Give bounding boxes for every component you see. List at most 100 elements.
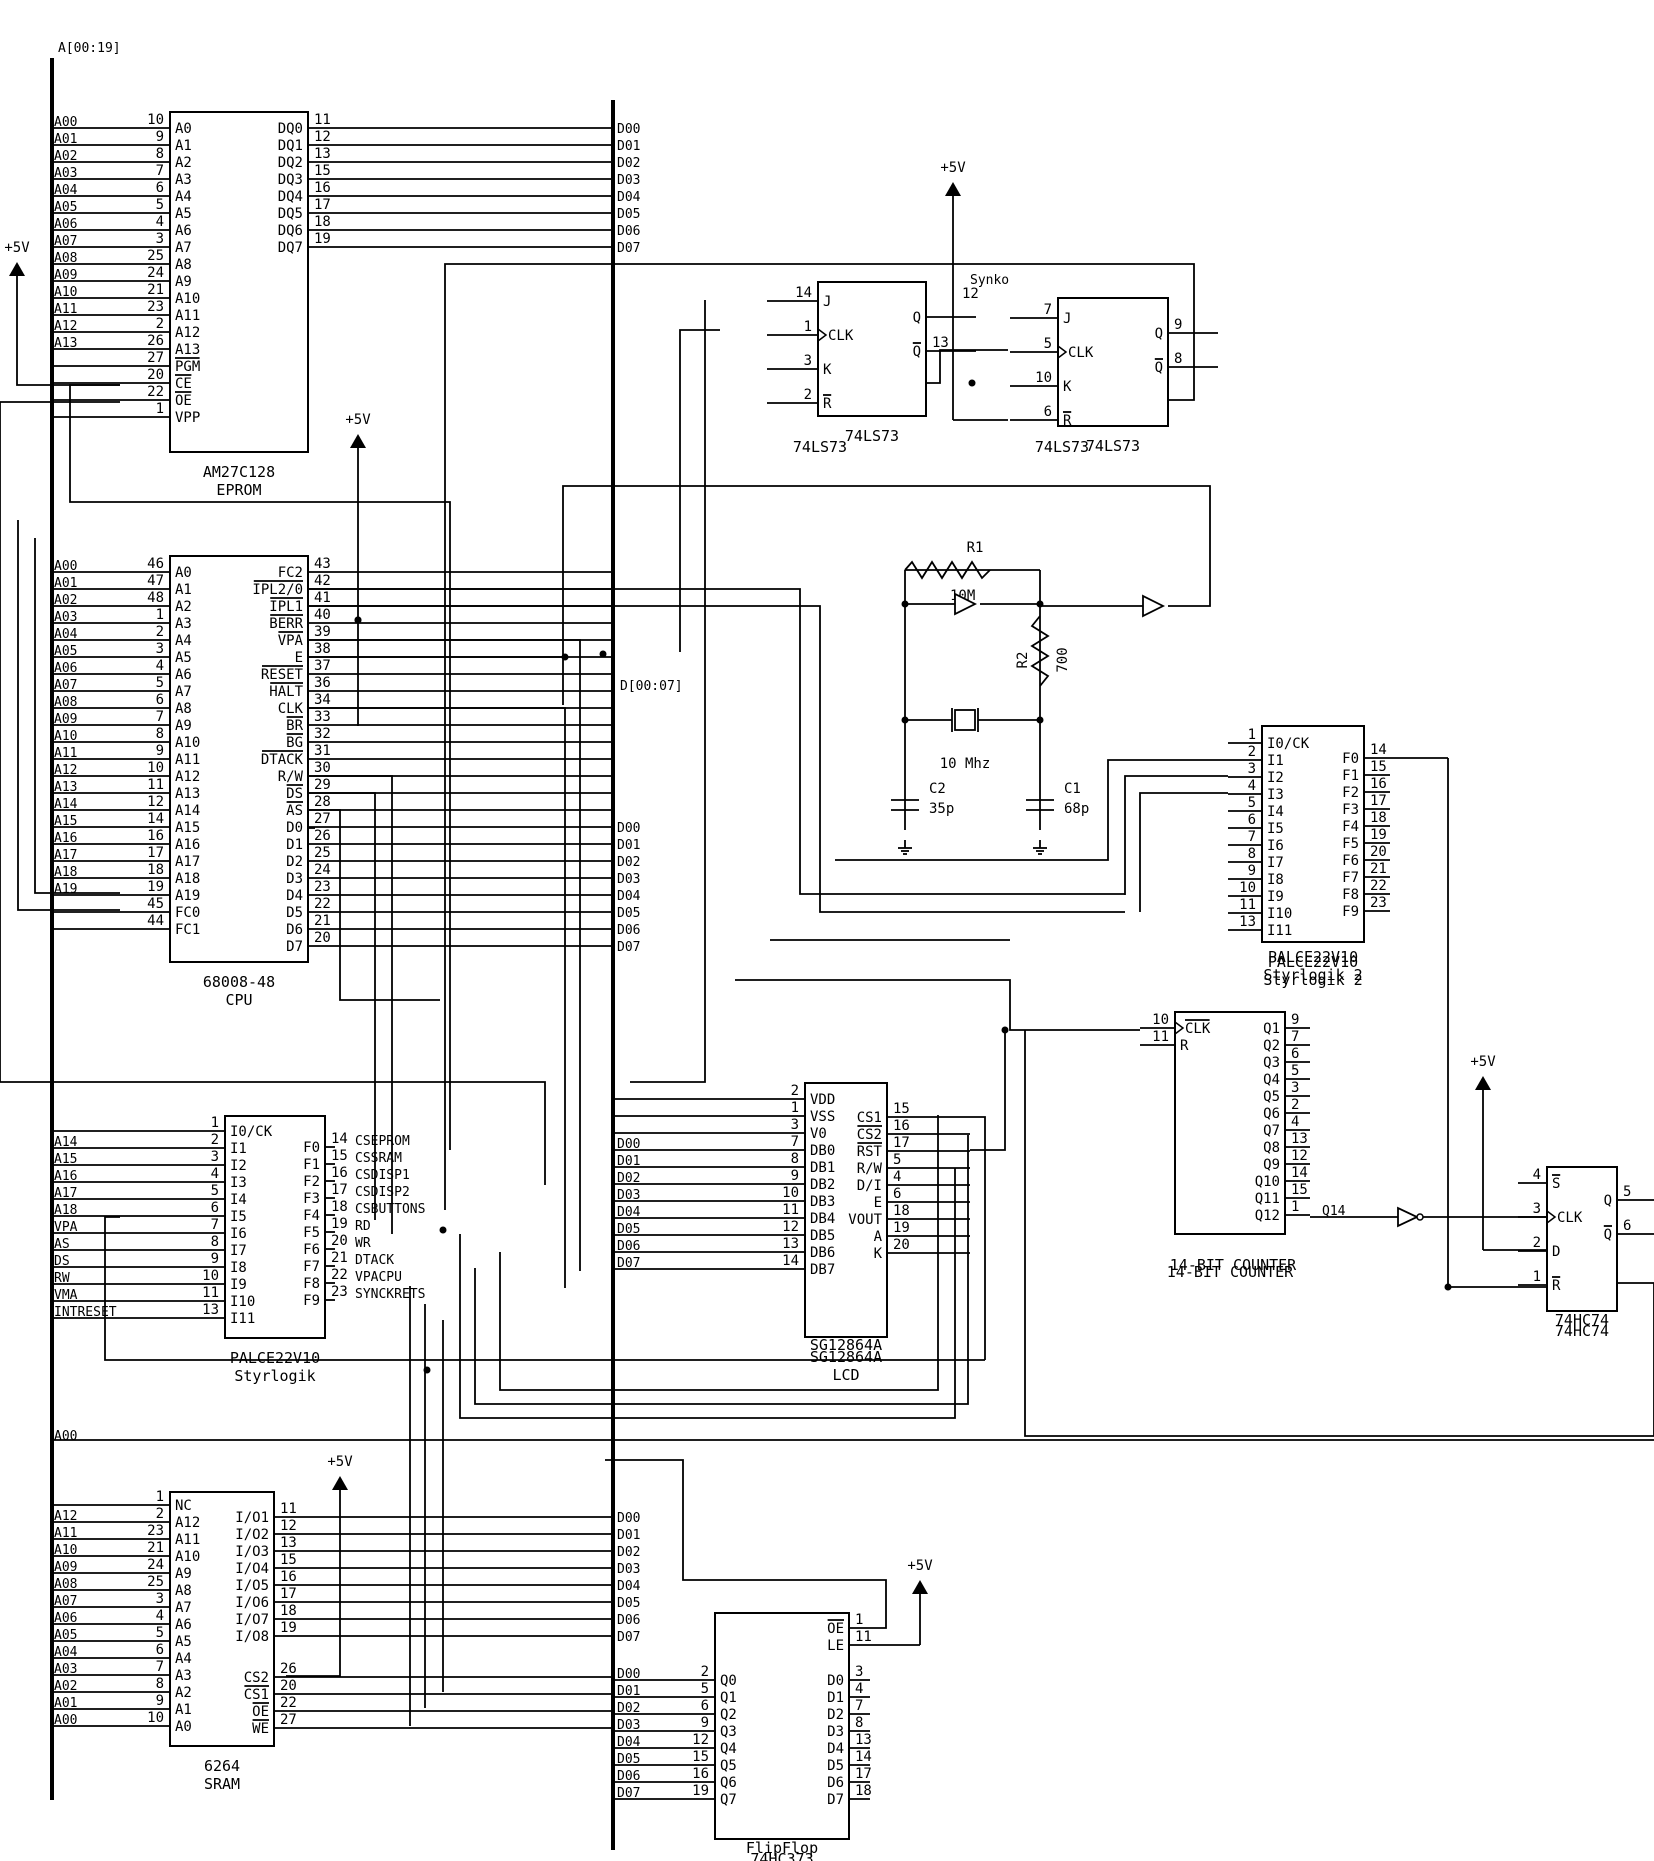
eprom-net-label: A06 [54,217,77,232]
sram-part-number: 6264 [204,1757,240,1775]
pal1-pin-number: 18 [331,1199,348,1215]
sram-net-label: A02 [54,1679,77,1694]
sram-pin-number: 19 [280,1620,297,1636]
cpu-pin-label: AS [286,803,303,819]
lcd-pin-number: 9 [791,1168,799,1184]
pal1-signal-label: CSDISP1 [355,1168,410,1183]
routed-wire [34,538,120,894]
routed-wire [69,384,451,1150]
lcd-pin-number: 5 [893,1152,901,1168]
lcd-pin-number: 1 [791,1100,799,1116]
sram-pin-number: 3 [156,1591,164,1607]
latch-net-label: D01 [617,1684,640,1699]
power-arrow-icon [332,1476,348,1490]
pal2-pin-number: 6 [1248,812,1256,828]
inverter-icon [954,592,978,616]
pal2-pin-number: 15 [1370,759,1387,775]
ff3-part-number: 74HC74 [1555,1322,1609,1340]
latch-net-label: D06 [617,1769,640,1784]
pal2-pin-label: F6 [1342,853,1359,869]
sram-net-label: D02 [617,1545,640,1560]
cpu-pin-number: 6 [156,692,164,708]
lcd-pin-number: 16 [893,1118,910,1134]
routed-wire [835,759,1228,861]
cpu-pin-number: 8 [156,726,164,742]
cpu-pin-label: IPL2/0 [252,582,303,598]
eprom-pin-number: 9 [156,129,164,145]
ff1-pin-label: K [823,362,832,378]
latch-pin-number: 17 [855,1766,872,1782]
cpu-pin-number: 42 [314,573,331,589]
lcd-pin-number: 2 [791,1083,799,1099]
counter-pin-label: Q1 [1263,1021,1280,1037]
sram-pin-number: 26 [280,1661,297,1677]
latch-pin-number: 16 [692,1766,709,1782]
lcd-net-label: D07 [617,1256,640,1271]
pal2-pin-number: 5 [1248,795,1256,811]
pal2-pin-number: 10 [1239,880,1256,896]
latch-net-label: D07 [617,1786,640,1801]
latch-pin-number: 18 [855,1783,872,1799]
latch-pin-number: 12 [692,1732,709,1748]
pal1-pin-label: I3 [230,1175,247,1191]
cpu-pin-number: 28 [314,794,331,810]
pal2-pin-number: 21 [1370,861,1387,877]
sram-pin-number: 23 [147,1523,164,1539]
eprom-pin-label: DQ1 [278,138,303,154]
lcd-pin-number: 15 [893,1101,910,1117]
ff1-part-number: 74LS73 [845,427,899,445]
eprom-pin-number: 13 [314,146,331,162]
junction-dot [1001,1026,1009,1034]
routed-wire [970,1030,1006,1151]
eprom-pin-label: DQ2 [278,155,303,171]
cpu-pin-number: 22 [314,896,331,912]
power-arrow-icon [945,182,961,196]
routed-wire [104,1216,985,1361]
sram-pin-label: A2 [175,1685,192,1701]
pal1-pin-label: F0 [303,1140,320,1156]
pal1-pin-number: 17 [331,1182,348,1198]
ff2-pin-label: CLK [1068,345,1094,361]
cpu-pin-label: D4 [286,888,303,904]
ff2-pin-label: K [1063,379,1072,395]
cpu-pin-number: 14 [147,811,164,827]
ff3-pin-number: 5 [1623,1184,1631,1200]
ff3-pin-number: 4 [1533,1167,1541,1183]
eprom-pin-number: 8 [156,146,164,162]
eprom-pin-label: A9 [175,274,192,290]
sram-pin-label: A12 [175,1515,200,1531]
eprom-net-label: D04 [617,190,641,205]
eprom-pin-number: 6 [156,180,164,196]
sram-pin-label: I/O4 [235,1561,269,1577]
cpu-net-label: D05 [617,906,640,921]
sram-pin-label: CS1 [244,1687,269,1703]
pal1-pin-label: F6 [303,1242,320,1258]
cpu-pin-label: HALT [269,684,303,700]
pal2-pin-label: F7 [1342,870,1359,886]
cpu-pin-number: 30 [314,760,331,776]
latch-pin-number: 3 [855,1664,863,1680]
latch-pin-label: Q6 [720,1775,737,1791]
pal2-pin-label: F8 [1342,887,1359,903]
pal1-pin-label: F1 [303,1157,320,1173]
cpu-pin-label: A0 [175,565,192,581]
ff3-pin-label: S [1552,1176,1560,1192]
pal2-pin-number: 22 [1370,878,1387,894]
sram-pin-label: A4 [175,1651,192,1667]
eprom-pin-label: DQ3 [278,172,303,188]
cpu-pin-number: 33 [314,709,331,725]
lcd-pin-number: 3 [791,1117,799,1133]
pal2-pin-number: 19 [1370,827,1387,843]
pal2-pin-number: 13 [1239,914,1256,930]
counter-pin-number: 5 [1291,1063,1299,1079]
sram-pin-label: I/O2 [235,1527,269,1543]
cpu-pin-label: A12 [175,769,200,785]
pal2-pin-label: I2 [1267,770,1284,786]
pal1-pin-number: 20 [331,1233,348,1249]
cpu-net-label: D03 [617,872,640,887]
ff3-pin-label: R [1552,1278,1561,1294]
cpu-net-label: A16 [54,831,77,846]
lcd-pin-number: 7 [791,1134,799,1150]
latch-pin-label: LE [827,1638,844,1654]
pal2-pin-label: I3 [1267,787,1284,803]
